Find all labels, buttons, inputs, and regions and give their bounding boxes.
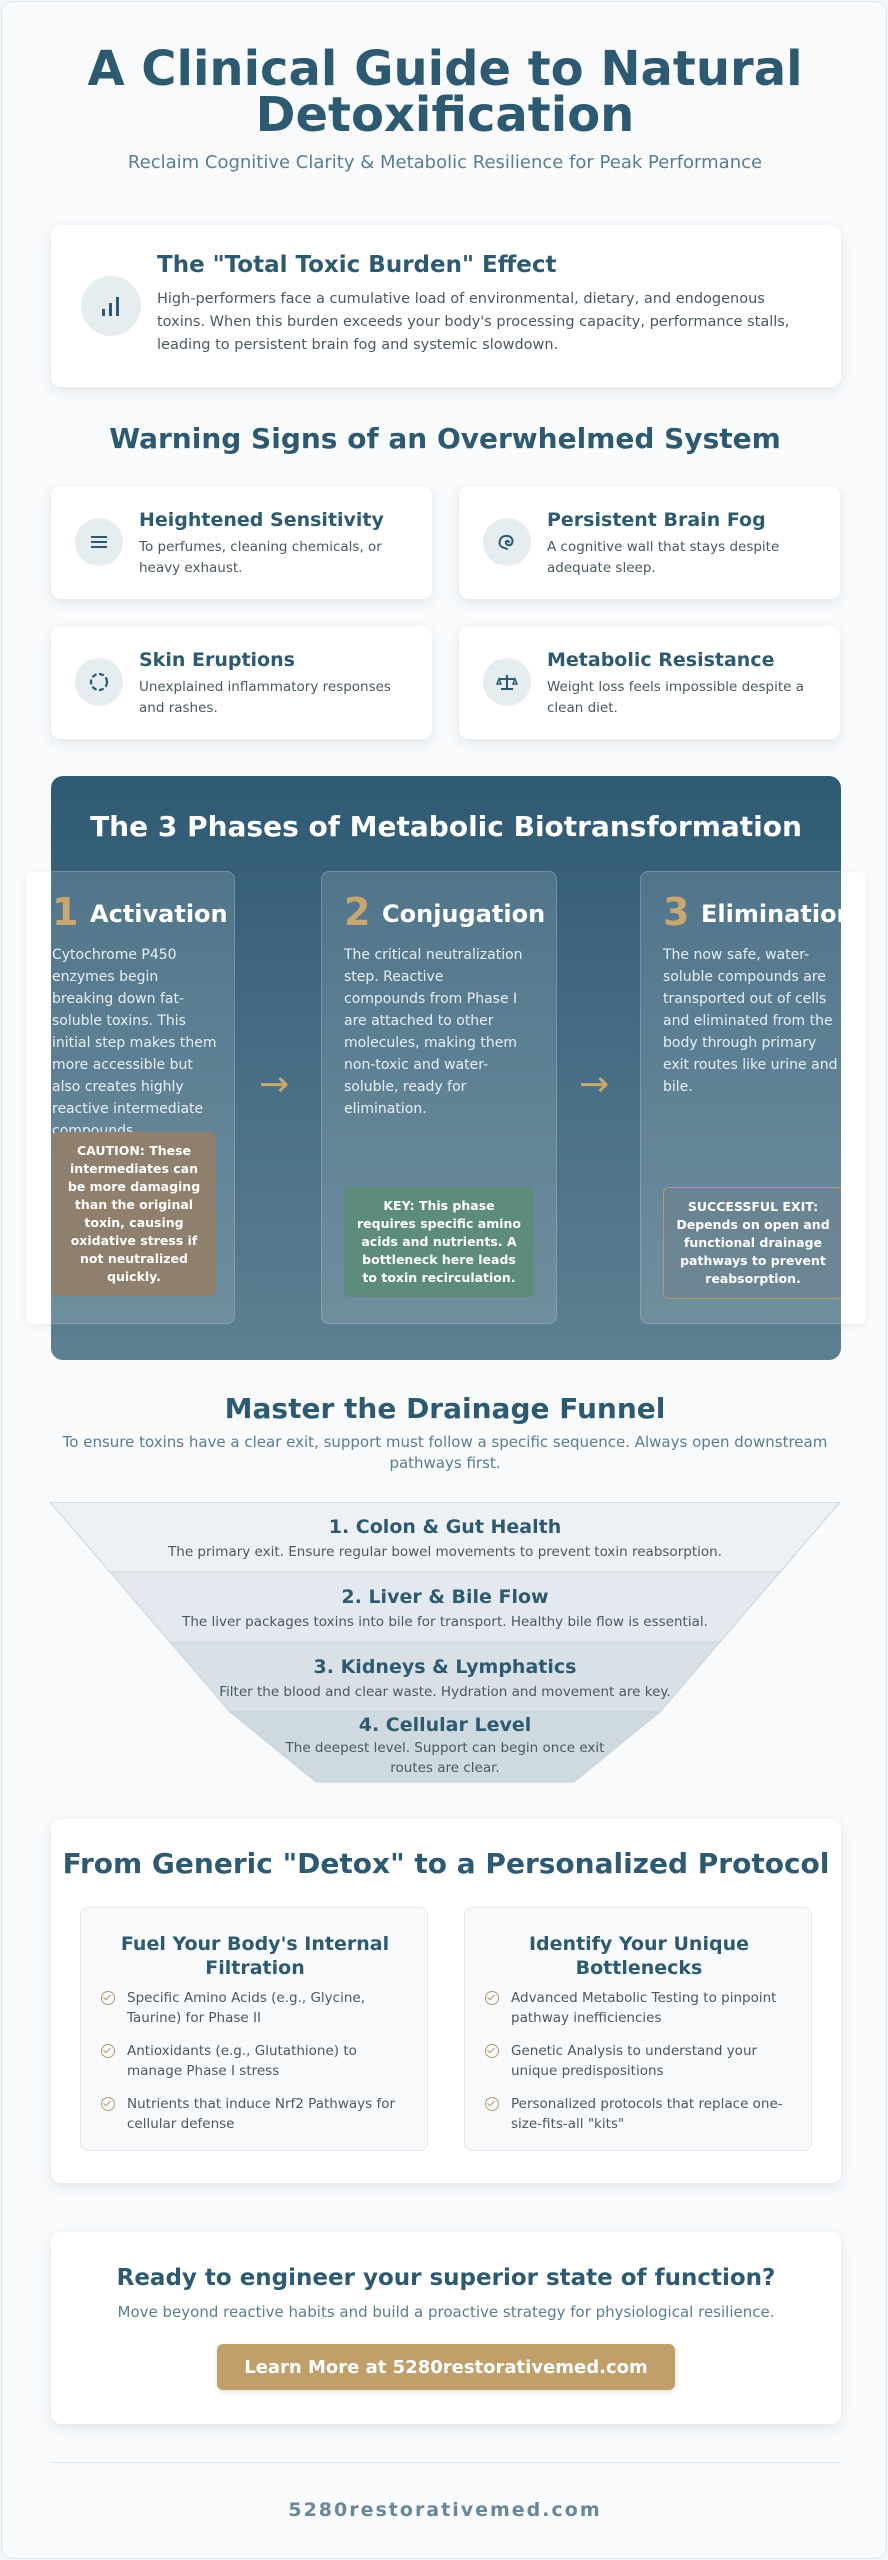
phases-section: The 3 Phases of Metabolic Biotransformat… bbox=[51, 776, 841, 1360]
phase-note-exit: SUCCESSFUL EXIT: Depends on open and fun… bbox=[663, 1187, 841, 1299]
check-circle-icon bbox=[485, 2097, 499, 2111]
list-item: Advanced Metabolic Testing to pinpoint p… bbox=[485, 1988, 793, 2028]
tier-text: The liver packages toxins into bile for … bbox=[182, 1614, 708, 1630]
funnel-tier-liver: 2. Liver & Bile Flow The liver packages … bbox=[2, 1586, 888, 1632]
funnel-tier-cellular: 4. Cellular Level The deepest level. Sup… bbox=[280, 1714, 610, 1778]
funnel-subtitle: To ensure toxins have a clear exit, supp… bbox=[62, 1433, 828, 1472]
arrow-icon: → bbox=[579, 1064, 610, 1105]
funnel-tier-4 bbox=[228, 1711, 662, 1783]
warning-text: To perfumes, cleaning chemicals, or heav… bbox=[139, 539, 382, 576]
warning-card-skin: Skin Eruptions Unexplained inflammatory … bbox=[51, 626, 432, 739]
page-title: A Clinical Guide to Natural Detoxificati… bbox=[87, 41, 803, 143]
list-item: Antioxidants (e.g., Glutathione) to mana… bbox=[101, 2041, 409, 2081]
toxic-burden-card: The "Total Toxic Burden" Effect High-per… bbox=[51, 225, 841, 387]
funnel-shape bbox=[49, 1502, 841, 1783]
warning-title: Heightened Sensitivity bbox=[139, 509, 384, 531]
phase-name: Conjugation bbox=[382, 900, 546, 928]
scale-icon bbox=[483, 658, 531, 706]
check-circle-icon bbox=[101, 2044, 115, 2058]
tier-text: The primary exit. Ensure regular bowel m… bbox=[168, 1544, 722, 1560]
phase-number: 2 bbox=[344, 890, 371, 934]
funnel-title: Master the Drainage Funnel bbox=[224, 1392, 666, 1425]
warning-text: A cognitive wall that stays despite adeq… bbox=[547, 539, 780, 576]
protocol-list: Specific Amino Acids (e.g., Glycine, Tau… bbox=[101, 1988, 409, 2147]
phase-card-elimination: 3 Elimination The now safe, water-solubl… bbox=[640, 871, 841, 1324]
learn-more-button[interactable]: Learn More at 5280restorativemed.com bbox=[217, 2344, 675, 2390]
list-item: Personalized protocols that replace one-… bbox=[485, 2094, 793, 2134]
toxic-burden-text: High-performers face a cumulative load o… bbox=[157, 291, 790, 353]
list-item: Nutrients that induce Nrf2 Pathways for … bbox=[101, 2094, 409, 2134]
tier-title: 1. Colon & Gut Health bbox=[328, 1516, 562, 1538]
funnel-tier-colon: 1. Colon & Gut Health The primary exit. … bbox=[2, 1516, 888, 1562]
warning-title: Metabolic Resistance bbox=[547, 649, 775, 671]
footer-link[interactable]: 5280restorativemed.com bbox=[288, 2499, 602, 2521]
check-circle-icon bbox=[101, 2097, 115, 2111]
warning-card-metabolic: Metabolic Resistance Weight loss feels i… bbox=[459, 626, 840, 739]
cta-text: Move beyond reactive habits and build a … bbox=[117, 2303, 775, 2321]
phase-card-activation: 1 Activation Cytochrome P450 enzymes beg… bbox=[51, 871, 235, 1324]
tier-title: 2. Liver & Bile Flow bbox=[341, 1586, 549, 1608]
check-circle-icon bbox=[101, 1991, 115, 2005]
phase-note-key: KEY: This phase requires specific amino … bbox=[344, 1187, 534, 1297]
check-circle-icon bbox=[485, 2044, 499, 2058]
footer-divider bbox=[51, 2462, 841, 2463]
warning-title: Skin Eruptions bbox=[139, 649, 295, 671]
tier-title: 4. Cellular Level bbox=[358, 1714, 532, 1736]
protocol-column-title: Fuel Your Body's Internal Filtration bbox=[120, 1933, 390, 1979]
protocol-column-bottlenecks: Identify Your Unique Bottlenecks Advance… bbox=[464, 1907, 812, 2151]
bar-chart-icon bbox=[81, 276, 141, 336]
cta-card: Ready to engineer your superior state of… bbox=[51, 2232, 841, 2424]
wind-lines-icon bbox=[75, 518, 123, 566]
tier-text: Filter the blood and clear waste. Hydrat… bbox=[219, 1684, 671, 1700]
protocol-column-fuel: Fuel Your Body's Internal Filtration Spe… bbox=[80, 1907, 428, 2151]
warning-title: Persistent Brain Fog bbox=[547, 509, 766, 531]
tier-title: 3. Kidneys & Lymphatics bbox=[313, 1656, 577, 1678]
phase-name: Elimination bbox=[701, 900, 841, 928]
protocol-list: Advanced Metabolic Testing to pinpoint p… bbox=[485, 1988, 793, 2147]
funnel-tier-kidneys: 3. Kidneys & Lymphatics Filter the blood… bbox=[2, 1656, 888, 1702]
page-subtitle: Reclaim Cognitive Clarity & Metabolic Re… bbox=[127, 152, 763, 173]
warning-section-title: Warning Signs of an Overwhelmed System bbox=[109, 422, 781, 455]
phase-description: The critical neutralization step. Reacti… bbox=[344, 947, 523, 1117]
cta-title: Ready to engineer your superior state of… bbox=[116, 2265, 776, 2291]
warning-card-sensitivity: Heightened Sensitivity To perfumes, clea… bbox=[51, 486, 432, 599]
arrow-icon: → bbox=[259, 1064, 290, 1105]
warning-card-brain-fog: Persistent Brain Fog A cognitive wall th… bbox=[459, 486, 840, 599]
protocol-card: From Generic "Detox" to a Personalized P… bbox=[51, 1819, 841, 2183]
phase-name: Activation bbox=[90, 900, 228, 928]
warning-text: Weight loss feels impossible despite a c… bbox=[547, 679, 804, 716]
phase-number: 3 bbox=[663, 890, 690, 934]
phase-note-caution: CAUTION: These intermediates can be more… bbox=[52, 1132, 216, 1296]
phase-description: The now safe, water-soluble compounds ar… bbox=[663, 947, 838, 1095]
dotted-circle-icon bbox=[75, 658, 123, 706]
check-circle-icon bbox=[485, 1991, 499, 2005]
drainage-funnel: 1. Colon & Gut Health The primary exit. … bbox=[2, 1502, 888, 1784]
phase-number: 1 bbox=[52, 890, 79, 934]
list-item: Genetic Analysis to understand your uniq… bbox=[485, 2041, 793, 2081]
warning-text: Unexplained inflammatory responses and r… bbox=[139, 679, 391, 716]
toxic-burden-title: The "Total Toxic Burden" Effect bbox=[157, 252, 557, 278]
brain-icon bbox=[483, 518, 531, 566]
list-item: Specific Amino Acids (e.g., Glycine, Tau… bbox=[101, 1988, 409, 2028]
protocol-title: From Generic "Detox" to a Personalized P… bbox=[62, 1847, 830, 1880]
header: A Clinical Guide to Natural Detoxificati… bbox=[2, 41, 888, 173]
phase-card-conjugation: 2 Conjugation The critical neutralizatio… bbox=[321, 871, 557, 1324]
phases-title: The 3 Phases of Metabolic Biotransformat… bbox=[90, 810, 802, 843]
tier-text: The deepest level. Support can begin onc… bbox=[285, 1740, 605, 1776]
protocol-column-title: Identify Your Unique Bottlenecks bbox=[528, 1933, 749, 1979]
phase-description: Cytochrome P450 enzymes begin breaking d… bbox=[52, 947, 217, 1139]
